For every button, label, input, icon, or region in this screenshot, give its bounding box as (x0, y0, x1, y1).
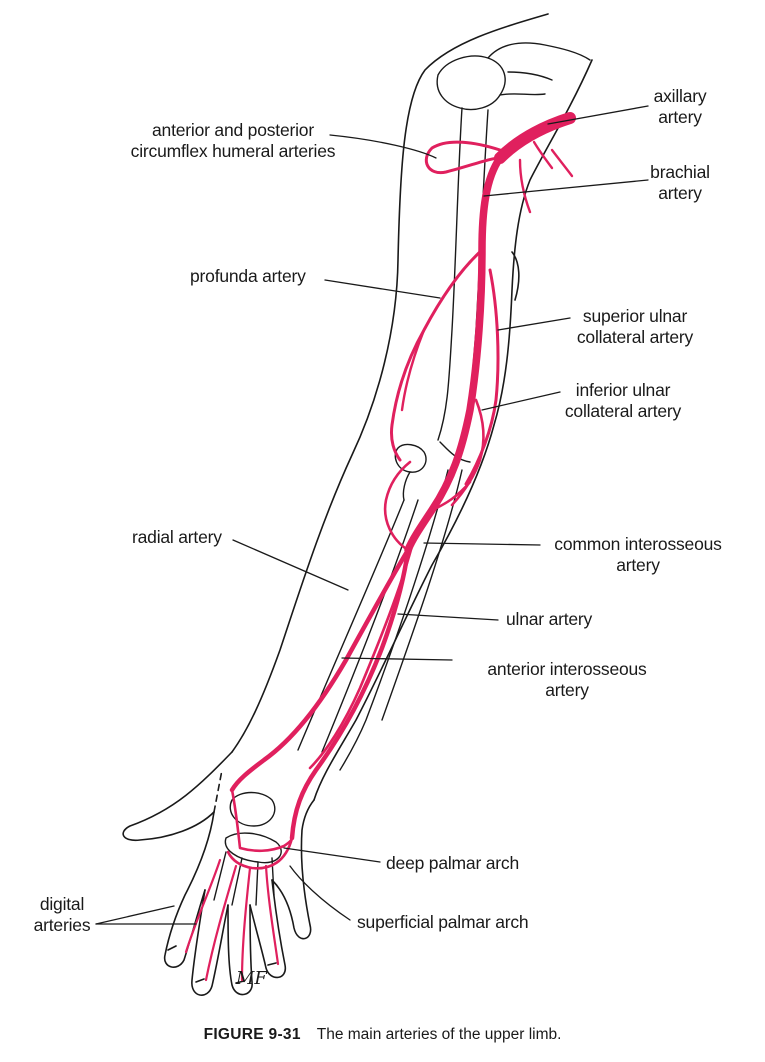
label-circumflex-humeral-arteries: anterior and posterior circumflex humera… (130, 120, 336, 161)
inferior-ulnar-collateral-artery (450, 398, 485, 507)
label-superficial-palmar-arch: superficial palmar arch (357, 912, 529, 932)
brachial-artery (404, 154, 504, 554)
limb-outline (122, 13, 593, 996)
label-brachial-artery: brachial artery (650, 162, 710, 203)
digital-artery (184, 858, 222, 954)
digital-artery (240, 866, 252, 982)
digital-artery (264, 864, 280, 966)
label-profunda-artery: profunda artery (190, 266, 306, 286)
label-anterior-interosseous-artery: anterior interosseous artery (487, 659, 647, 700)
deep-palmar-arch (230, 788, 294, 853)
label-axillary-artery: axillary artery (653, 86, 707, 127)
circumflex-humeral-arteries (424, 140, 502, 175)
axillary-artery (494, 112, 576, 164)
illustrator-signature: MF (236, 968, 267, 989)
digital-artery (204, 864, 238, 982)
profunda-artery (390, 248, 484, 462)
figure-number: FIGURE 9-31 (203, 1026, 301, 1043)
label-inferior-ulnar-collateral-artery: inferior ulnar collateral artery (564, 380, 682, 421)
superior-ulnar-collateral-artery (464, 268, 500, 486)
figure-caption-text: The main arteries of the upper limb. (316, 1026, 562, 1043)
label-common-interosseous-artery: common interosseous artery (554, 534, 722, 575)
label-digital-arteries: digital arteries (33, 894, 91, 935)
label-radial-artery: radial artery (132, 527, 222, 547)
figure-caption: FIGURE 9-31 The main arteries of the uppe… (0, 1026, 765, 1044)
anterior-interosseous-artery (308, 544, 414, 770)
leader-lines (95, 105, 649, 925)
ulnar-artery (289, 547, 411, 841)
superficial-palmar-arch (226, 836, 294, 870)
label-ulnar-artery: ulnar artery (506, 609, 593, 629)
label-superior-ulnar-collateral-artery: superior ulnar collateral artery (576, 306, 694, 347)
radial-artery (229, 547, 411, 793)
label-deep-palmar-arch: deep palmar arch (386, 853, 519, 873)
arteries (184, 112, 576, 982)
